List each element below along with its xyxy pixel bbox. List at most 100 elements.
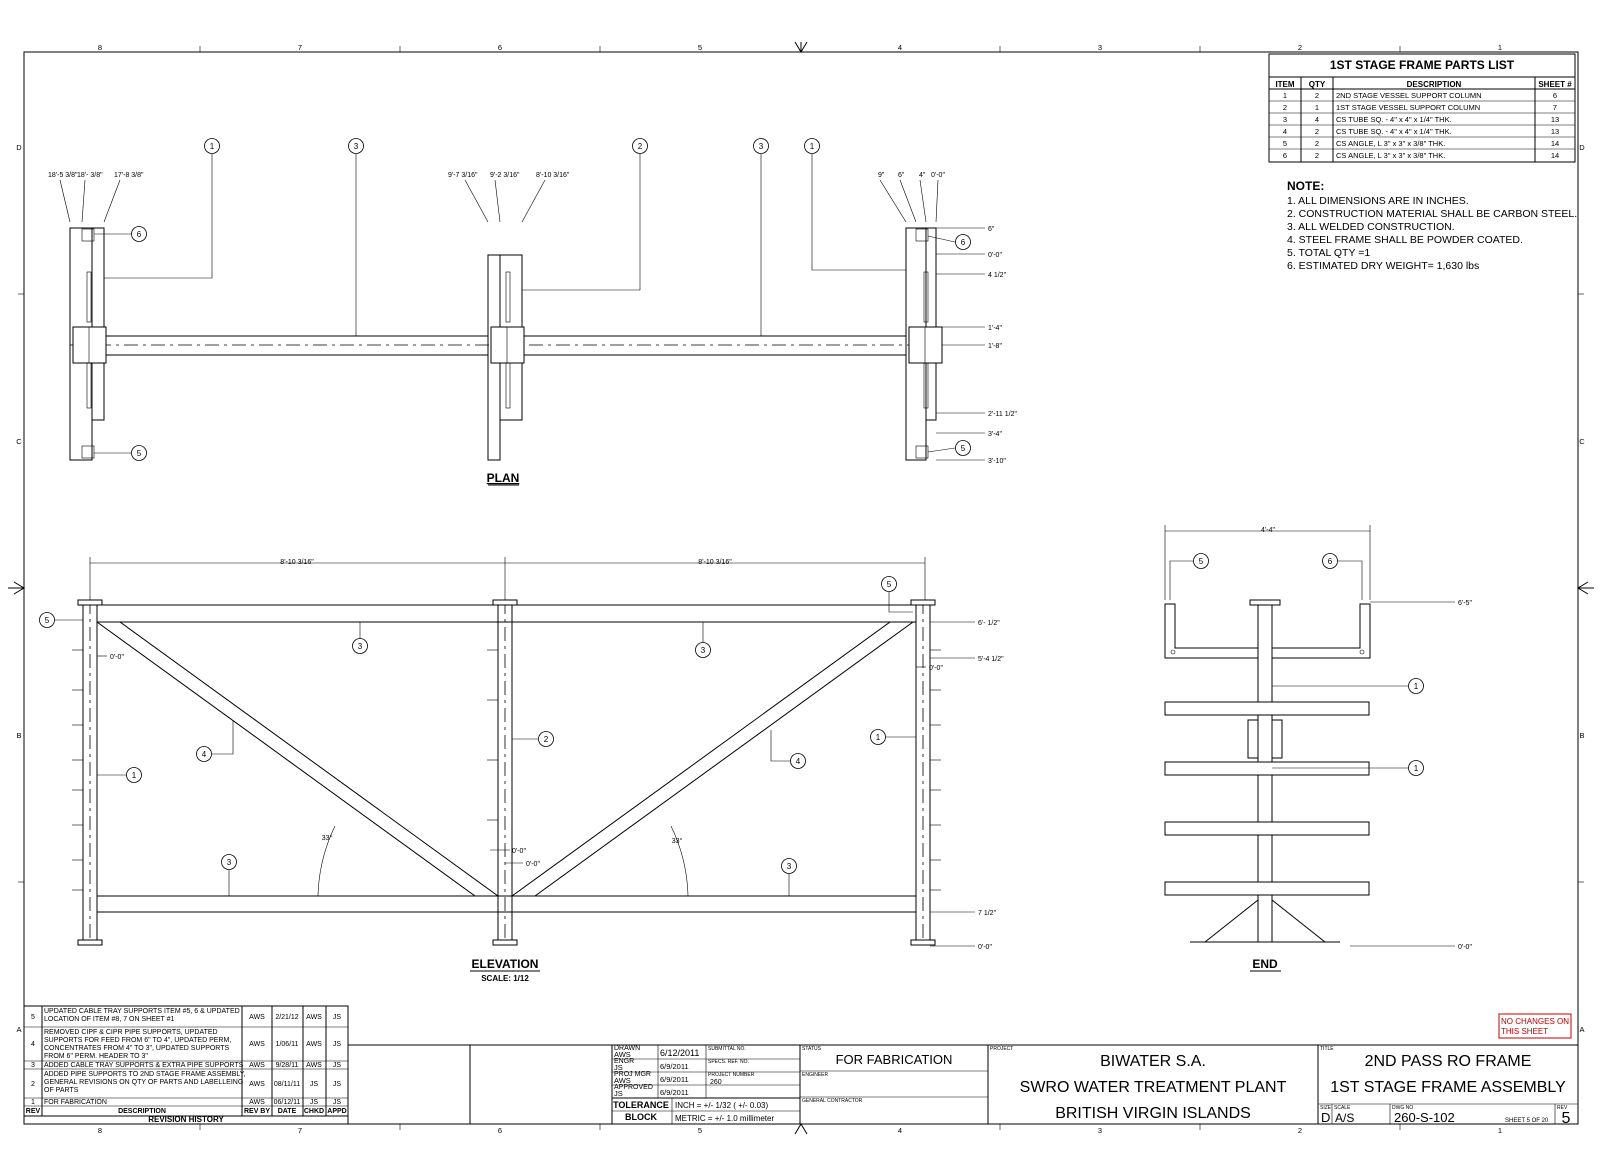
rev-cell: JS [310, 1099, 319, 1106]
elev-right-dim: 6'- 1/2" [978, 620, 1000, 627]
zone-labels-top: 8 7 6 5 4 3 2 1 [98, 43, 1502, 52]
callout-number: 2 [638, 142, 643, 151]
plan-right-dim: 3'-4" [988, 431, 1002, 438]
parts-cell: 2 [1283, 103, 1287, 112]
general-contractor-label: GENERAL CONTRACTOR [802, 1098, 863, 1104]
rev-cell: AWS [249, 1041, 265, 1048]
scale-label: SCALE [1334, 1105, 1351, 1111]
rev-header: CHKD [304, 1108, 324, 1115]
zone-col: 3 [1098, 43, 1102, 52]
drawn-label: DRAWN [614, 1045, 640, 1052]
project-number-label: PROJECT NUMBER [708, 1072, 755, 1078]
callout-bubble [1408, 678, 1424, 694]
callout-number: 3 [759, 142, 764, 151]
rev-cell: AWS [306, 1041, 322, 1048]
no-changes-text: THIS SHEET [1501, 1027, 1548, 1036]
rev-desc: REMOVED CIPF & CIPR PIPE SUPPORTS, UPDAT… [44, 1029, 218, 1036]
callout-number: 1 [876, 733, 881, 742]
plan-label: PLAN [487, 471, 520, 485]
callout-bubble [221, 854, 237, 870]
revision-history-table: 5 UPDATED CABLE TRAY SUPPORTS ITEM #5, 6… [23, 1005, 349, 1125]
elev-inner-dim: 0'-0" [110, 654, 124, 661]
plan-dim: 0'-0" [931, 172, 945, 179]
approved-by: JS [614, 1089, 623, 1098]
parts-cell: 2 [1315, 151, 1319, 160]
note-item: 4. STEEL FRAME SHALL BE POWDER COATED. [1287, 234, 1523, 246]
rev-cell: JS [333, 1099, 342, 1106]
callout-number: 6 [1328, 557, 1333, 566]
rev-desc: FROM 6" PERM. HEADER TO 3" [44, 1053, 148, 1060]
zone-row: A [16, 1025, 21, 1034]
parts-cell: 7 [1553, 103, 1557, 112]
elev-angle: 33° [672, 837, 683, 845]
plan-dim: 8'-10 3/16" [536, 172, 570, 179]
project-line: BRITISH VIRGIN ISLANDS [1055, 1105, 1251, 1122]
title-block: DRAWN AWS 6/12/2011 ENGR JS 6/9/2011 PRO… [348, 1013, 1578, 1127]
plan-dim: 9'-7 3/16" [448, 172, 478, 179]
callout-number: 5 [45, 616, 50, 625]
note-item: 6. ESTIMATED DRY WEIGHT= 1,630 lbs [1287, 260, 1479, 272]
callout-bubble [204, 138, 220, 154]
rev-cell: AWS [306, 1062, 322, 1069]
parts-header-qty: QTY [1309, 80, 1326, 89]
elevation-label: ELEVATION [472, 957, 539, 971]
callout-bubble [753, 138, 769, 154]
rev-cell: JS [310, 1081, 319, 1088]
rev-cell: AWS [249, 1099, 265, 1106]
parts-cell: CS TUBE SQ. - 4" x 4" x 1/4" THK. [1336, 127, 1452, 136]
zone-col: 7 [298, 1126, 302, 1135]
plan-dim: 18'-5 3/8" [48, 172, 78, 179]
callout-bubble [1322, 553, 1338, 569]
rev-cell: JS [333, 1081, 342, 1088]
drawn-by: AWS [614, 1050, 631, 1059]
rev-cell: 1/06/11 [276, 1041, 299, 1048]
rev-cell: AWS [249, 1062, 265, 1069]
callout-number: 6 [137, 230, 142, 239]
rev-cell: AWS [306, 1014, 322, 1021]
callout-bubble [881, 576, 897, 592]
zone-row: C [16, 437, 22, 446]
drawn-date: 6/12/2011 [660, 1048, 699, 1058]
end-view: 4'-4" 6'-5" 0'-0" 5 6 1 1 END [1164, 525, 1472, 972]
rev-cell: 5 [31, 1014, 35, 1021]
zone-col: 1 [1498, 1126, 1502, 1135]
title-label: TITLE [1320, 1046, 1334, 1052]
no-changes-text: NO CHANGES ON [1501, 1017, 1569, 1026]
parts-cell: 2 [1315, 91, 1319, 100]
rev-cell: 9/28/11 [276, 1062, 299, 1069]
plan-right-dim: 4 1/2" [988, 272, 1007, 279]
plan-dim: 6" [898, 172, 905, 179]
elevation-scale: SCALE: 1/12 [481, 974, 529, 983]
sheet-count: SHEET 5 OF 20 [1505, 1118, 1549, 1124]
parts-header-item: ITEM [1275, 80, 1294, 89]
rev-cell: 08/11/11 [274, 1081, 300, 1088]
parts-cell: 13 [1551, 127, 1559, 136]
callout-number: 4 [796, 757, 801, 766]
callout-number: 5 [137, 449, 142, 458]
rev-cell: 3 [31, 1062, 35, 1069]
metric-tolerance: METRIC = +/- 1.0 millimeter [675, 1114, 774, 1123]
callout-number: 1 [810, 142, 815, 151]
parts-cell: CS ANGLE, L 3" x 3" x 3/8" THK. [1336, 151, 1445, 160]
plan-right-dim: 1'-4" [988, 325, 1002, 332]
engineer-label: ENGINEER [802, 1072, 829, 1078]
engr-by: JS [614, 1063, 623, 1072]
size-value: D [1321, 1110, 1330, 1125]
rev-cell: JS [333, 1041, 342, 1048]
rev-desc: FOR FABRICATION [44, 1099, 107, 1106]
callout-bubble [790, 753, 806, 769]
callout-number: 1 [132, 771, 137, 780]
callout-bubble [352, 638, 368, 654]
parts-header-description: DESCRIPTION [1407, 80, 1462, 89]
zone-col: 4 [898, 1126, 902, 1135]
engr-date: 6/9/2011 [660, 1062, 689, 1071]
callout-number: 4 [202, 750, 207, 759]
zone-col: 3 [1098, 1126, 1102, 1135]
zone-col: 2 [1298, 1126, 1302, 1135]
zone-col: 2 [1298, 43, 1302, 52]
plan-dim: 17'-8 3/8" [114, 172, 144, 179]
callout-bubble [955, 234, 971, 250]
rev-cell: 4 [31, 1041, 35, 1048]
callout-number: 6 [961, 238, 966, 247]
